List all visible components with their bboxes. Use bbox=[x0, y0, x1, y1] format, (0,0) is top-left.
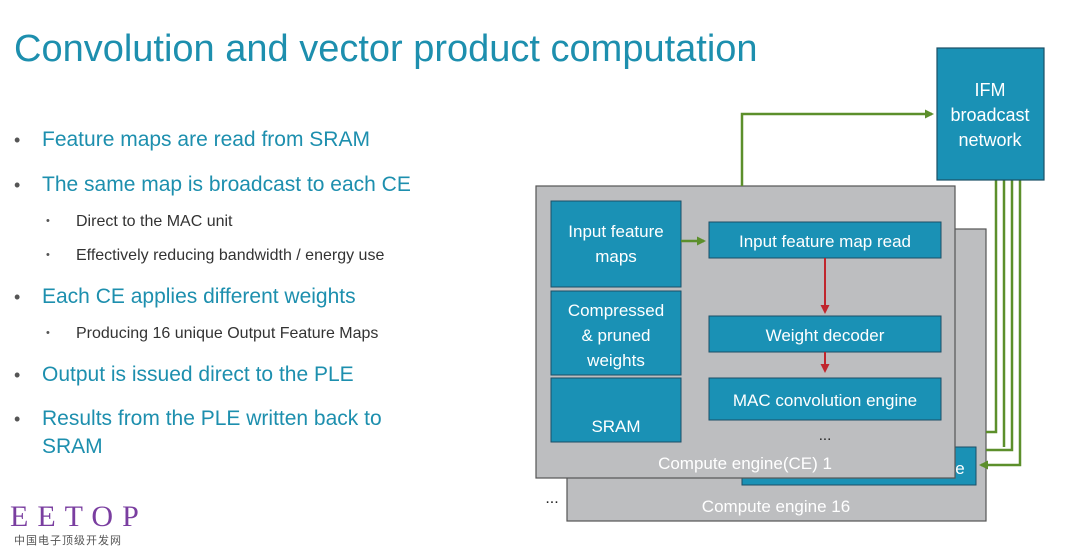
feature-map-to-network-arrow bbox=[740, 109, 934, 186]
input-feature-maps-line-1: Input feature bbox=[568, 222, 663, 241]
sram-label: SRAM bbox=[591, 417, 640, 436]
input-feature-maps-block bbox=[550, 200, 682, 288]
eetop-logo: EETOP bbox=[10, 500, 148, 533]
bullet-marker: • bbox=[14, 409, 21, 429]
ifm-line-3: network bbox=[958, 130, 1022, 150]
weights-line-3: weights bbox=[586, 351, 645, 370]
bullet-marker: • bbox=[46, 215, 50, 227]
sub-bullet-item: •Effectively reducing bandwidth / energy… bbox=[46, 247, 385, 264]
mac-convolution-engine-block bbox=[708, 377, 942, 421]
pipeline-ellipsis: ... bbox=[819, 427, 832, 444]
slide-title: Convolution and vector product computati… bbox=[14, 28, 758, 70]
bullet-item-continuation: SRAM bbox=[42, 435, 103, 458]
input-feature-map-read-label: Input feature map read bbox=[739, 232, 911, 251]
bullet-marker: • bbox=[46, 327, 50, 339]
compute-engine-16-label: Compute engine 16 bbox=[702, 497, 850, 516]
input-feature-map-read-block bbox=[708, 221, 942, 259]
bullet-marker: • bbox=[14, 365, 21, 385]
bullet-marker: • bbox=[46, 249, 50, 261]
input-feature-maps-line-2: maps bbox=[595, 247, 637, 266]
stack-ellipsis: ... bbox=[545, 490, 558, 507]
bullet-item: •The same map is broadcast to each CE bbox=[14, 173, 411, 196]
weights-block bbox=[550, 290, 682, 376]
sub-bullet-item: •Producing 16 unique Output Feature Maps bbox=[46, 325, 379, 342]
weights-line-2: & pruned bbox=[582, 326, 651, 345]
bullet-item: •Feature maps are read from SRAM bbox=[14, 128, 370, 151]
ifm-line-1: IFM bbox=[975, 80, 1006, 100]
broadcast-line bbox=[986, 180, 998, 434]
bullet-item: •Each CE applies different weights bbox=[14, 285, 356, 308]
weight-decoder-block bbox=[708, 315, 942, 353]
ifm-line-2: broadcast bbox=[950, 105, 1029, 125]
sub-bullet-item: •Direct to the MAC unit bbox=[46, 213, 233, 230]
weight-decoder-label: Weight decoder bbox=[766, 326, 885, 345]
bullet-marker: • bbox=[14, 175, 21, 195]
broadcast-line bbox=[986, 180, 1014, 452]
bullet-marker: • bbox=[14, 130, 21, 150]
compute-engine-1-label: Compute engine(CE) 1 bbox=[658, 454, 832, 473]
broadcast-arrow-ce16 bbox=[979, 180, 1022, 470]
bullet-item: •Results from the PLE written back to bbox=[14, 407, 382, 430]
hidden-block-label: e bbox=[955, 459, 964, 478]
bullet-marker: • bbox=[14, 287, 21, 307]
eetop-logo-subtitle: 中国电子顶级开发网 bbox=[14, 535, 122, 547]
ifm-broadcast-network-box bbox=[936, 47, 1045, 181]
mac-convolution-engine-label: MAC convolution engine bbox=[733, 391, 917, 410]
sram-block bbox=[550, 377, 682, 443]
weights-line-1: Compressed bbox=[568, 301, 664, 320]
bullet-item: •Output is issued direct to the PLE bbox=[14, 363, 354, 386]
